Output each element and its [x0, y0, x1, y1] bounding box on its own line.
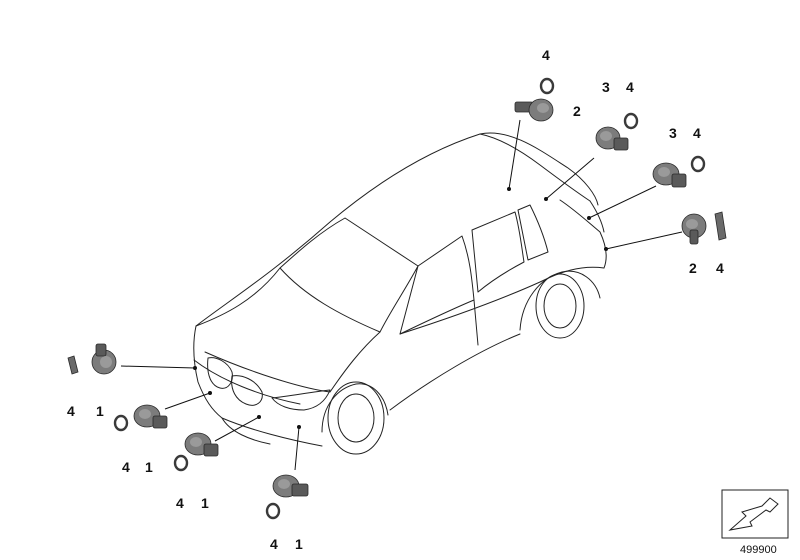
callout-label: 1 — [96, 403, 104, 419]
reference-box: 499900 — [721, 489, 789, 556]
sensor-front-left — [91, 343, 117, 375]
sensor-rear-top — [514, 98, 554, 122]
callout-label: 4 — [693, 125, 701, 141]
vehicle-outline — [193, 132, 607, 455]
callout-label: 4 — [270, 536, 278, 552]
sensor-front-2 — [133, 404, 168, 429]
callout-label: 3 — [669, 125, 677, 141]
sensor-rear-mid — [595, 126, 629, 151]
callout-label: 4 — [67, 403, 75, 419]
sensor-front-3 — [184, 432, 219, 457]
callout-label: 3 — [602, 79, 610, 95]
ring-front-3 — [173, 454, 189, 472]
callout-label: 2 — [689, 260, 697, 276]
sensor-rear-corner — [681, 213, 707, 245]
callout-label: 2 — [573, 103, 581, 119]
callout-label: 4 — [626, 79, 634, 95]
callout-label: 4 — [716, 260, 724, 276]
callout-label: 4 — [542, 47, 550, 63]
callout-label: 1 — [145, 459, 153, 475]
sensor-rear-right — [652, 162, 687, 188]
reference-number: 499900 — [740, 544, 777, 556]
ring-rear-corner — [714, 211, 727, 241]
leader-lines — [120, 119, 683, 471]
callouts: 4 2 3 4 3 4 2 4 4 1 4 1 4 1 4 1 — [67, 47, 724, 552]
callout-label: 1 — [295, 536, 303, 552]
ring-rear-mid — [623, 112, 639, 130]
ring-rear-top — [539, 77, 555, 95]
ring-front-4 — [265, 502, 281, 520]
ring-rear-right — [690, 155, 706, 173]
callout-label: 4 — [122, 459, 130, 475]
ring-front-2 — [113, 414, 129, 432]
callout-label: 1 — [201, 495, 209, 511]
arrow-icon — [728, 497, 779, 531]
callout-label: 4 — [176, 495, 184, 511]
ring-front-left — [67, 355, 79, 375]
sensor-front-4 — [272, 474, 309, 498]
